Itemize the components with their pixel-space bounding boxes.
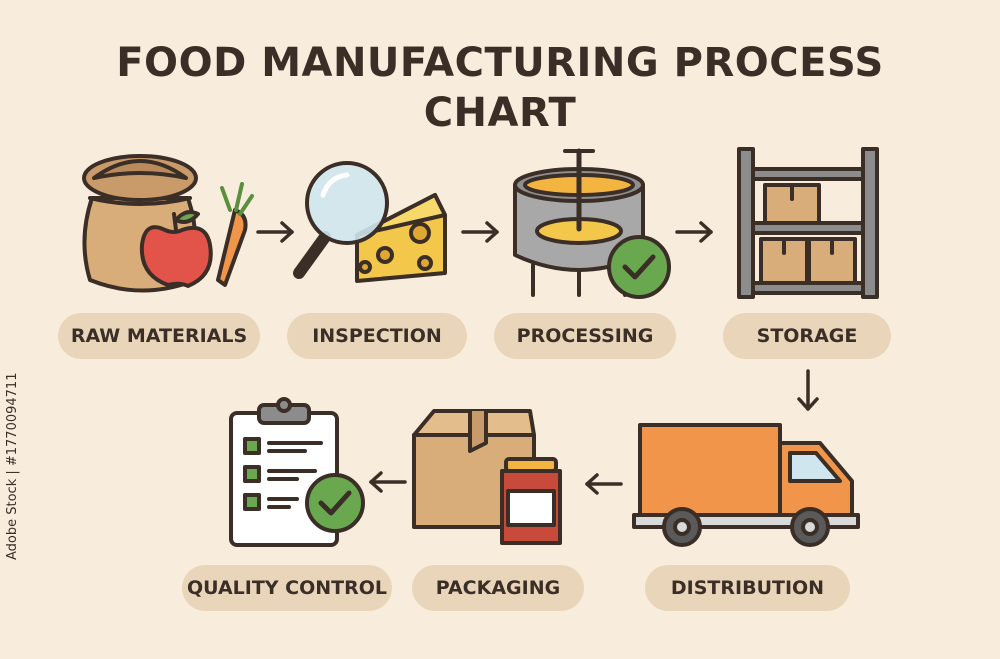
step-label-inspection: INSPECTION (287, 313, 467, 359)
arrow-left-1 (585, 473, 623, 495)
arrow-right-2 (461, 221, 499, 243)
box-jar-icon (412, 409, 562, 545)
step-label-distribution: DISTRIBUTION (645, 565, 850, 611)
checklist-clipboard-icon (229, 397, 365, 547)
arrow-right-1 (256, 221, 294, 243)
sack-apple-carrot-icon (82, 154, 254, 293)
step-label-storage: STORAGE (723, 313, 891, 359)
title-line-1: FOOD MANUFACTURING PROCESS (116, 40, 884, 86)
chart-title: FOOD MANUFACTURING PROCESS CHART (0, 38, 1000, 138)
mixing-tank-icon (513, 148, 671, 299)
step-label-packaging: PACKAGING (412, 565, 584, 611)
step-label-raw-materials: RAW MATERIALS (58, 313, 260, 359)
arrow-left-2 (369, 471, 407, 493)
shelf-boxes-icon (737, 147, 879, 299)
side-watermark-text: Adobe Stock | #1770094711 (5, 372, 20, 560)
step-label-quality-control: QUALITY CONTROL (182, 565, 392, 611)
step-label-processing: PROCESSING (494, 313, 676, 359)
arrow-right-3 (675, 221, 713, 243)
magnifier-cheese-icon (293, 161, 447, 283)
arrow-down (797, 369, 819, 411)
title-line-2: CHART (423, 90, 577, 136)
delivery-truck-icon (632, 423, 860, 547)
